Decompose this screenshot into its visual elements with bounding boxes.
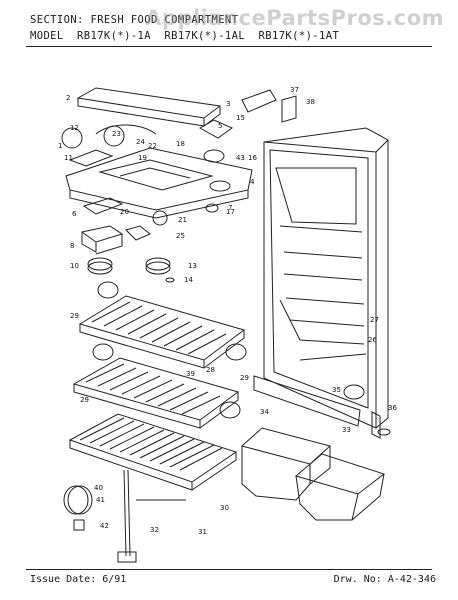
part-callout-27: 27 — [370, 316, 379, 324]
crisper-pans — [240, 427, 386, 521]
footer-rule — [26, 569, 432, 570]
control-housing — [198, 119, 234, 139]
issue-date: Issue Date: 6/91 — [30, 574, 127, 585]
lamp-fixture — [203, 149, 231, 213]
thermostat-parts — [80, 197, 168, 255]
part-callout-11: 11 — [64, 154, 73, 162]
part-callout-18: 18 — [176, 140, 185, 148]
part-callout-5: 5 — [218, 122, 222, 130]
part-callout-12: 12 — [70, 124, 79, 132]
part-callout-4: 4 — [250, 178, 255, 186]
hinge-rod — [117, 469, 186, 563]
part-callout-8: 8 — [70, 242, 74, 250]
part-callout-40: 40 — [94, 484, 103, 492]
part-callout-36: 36 — [388, 404, 397, 412]
bracket-assembly — [61, 124, 157, 167]
part-callout-28: 28 — [206, 366, 215, 374]
watermark-text: AppliancePartsPros.com — [145, 6, 444, 30]
shelf-support-clips — [92, 281, 247, 419]
evaporator-cover — [65, 147, 253, 219]
part-callout-19: 19 — [138, 154, 147, 162]
part-callout-42: 42 — [100, 522, 109, 530]
part-callout-1: 1 — [58, 142, 62, 150]
part-callout-35: 35 — [332, 386, 341, 394]
crisper-cover-shelf — [68, 413, 238, 491]
part-callout-39: 39 — [186, 370, 195, 378]
part-callout-21: 21 — [178, 216, 187, 224]
part-callout-29: 29 — [70, 312, 79, 320]
part-callout-26: 26 — [368, 336, 377, 344]
header-rule — [26, 46, 432, 47]
part-callout-23: 23 — [112, 130, 121, 138]
part-callout-17: 17 — [226, 208, 235, 216]
section-title: SECTION: FRESH FOOD COMPARTMENT — [30, 14, 239, 26]
part-callout-41: 41 — [96, 496, 105, 504]
part-callout-13: 13 — [188, 262, 197, 270]
part-callout-15: 15 — [236, 114, 245, 122]
hinge-parts — [241, 89, 391, 439]
cabinet-liner — [263, 127, 389, 429]
part-callout-32: 32 — [150, 526, 159, 534]
part-callout-31: 31 — [198, 528, 207, 536]
part-callout-38: 38 — [306, 98, 315, 106]
bottom-trim — [253, 375, 361, 427]
part-callout-14: 14 — [184, 276, 193, 284]
model-line: MODEL RB17K(*)-1A RB17K(*)-1AL RB17K(*)-… — [30, 30, 340, 42]
part-callout-34: 34 — [260, 408, 269, 416]
part-callout-7: 7 — [228, 204, 232, 212]
part-callout-29: 29 — [80, 396, 89, 404]
part-callout-25: 25 — [176, 232, 185, 240]
part-callout-33: 33 — [342, 426, 351, 434]
part-callout-24: 24 — [136, 138, 145, 146]
part-callout-37: 37 — [290, 86, 299, 94]
middle-shelf — [72, 357, 240, 429]
drawing-number: Drw. No: A-42-346 — [333, 574, 436, 585]
leveler-knob — [63, 485, 93, 531]
part-callout-30: 30 — [220, 504, 229, 512]
upper-shelf — [78, 295, 246, 369]
part-callout-20: 20 — [120, 208, 129, 216]
part-callout-3: 3 — [226, 100, 230, 108]
part-callout-10: 10 — [70, 262, 79, 270]
part-callout-22: 22 — [148, 142, 157, 150]
part-callout-29: 29 — [240, 374, 249, 382]
part-callouts: 1234567810111213141516171819202122232425… — [58, 86, 397, 536]
top-trim-channel — [76, 87, 222, 127]
fan-dampers — [87, 257, 175, 283]
part-callout-2: 2 — [66, 94, 70, 102]
part-callout-6: 6 — [72, 210, 77, 218]
part-callout-43: 43 — [236, 154, 245, 162]
part-callout-16: 16 — [248, 154, 257, 162]
